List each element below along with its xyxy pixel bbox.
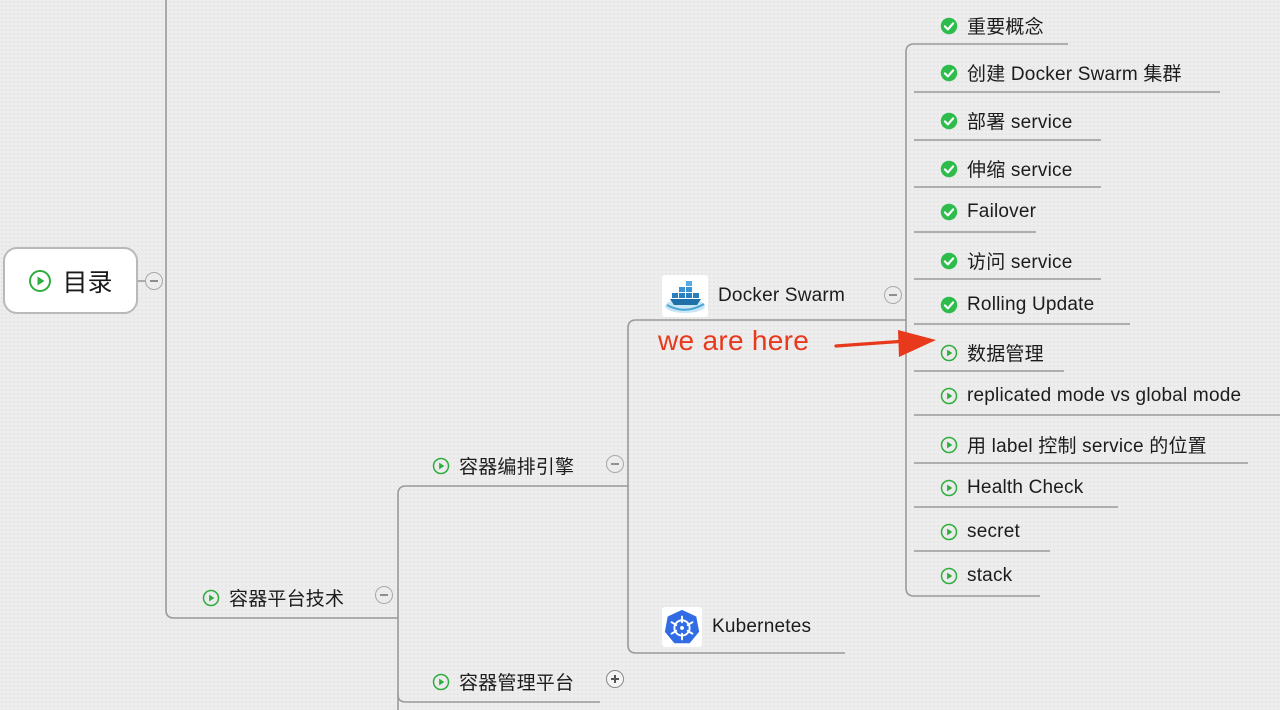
topic-label: 创建 Docker Swarm 集群 xyxy=(967,64,1182,85)
topic-item[interactable]: stack xyxy=(940,565,1012,587)
play-circle-icon xyxy=(432,457,450,474)
node-container-platform-tech[interactable]: 容器平台技术 xyxy=(202,584,344,611)
check-circle-icon xyxy=(940,17,958,34)
docker-swarm-logo-icon xyxy=(662,275,708,317)
topic-label: replicated mode vs global mode xyxy=(967,385,1242,406)
we-are-here-annotation: we are here xyxy=(658,325,810,356)
topic-item[interactable]: 部署 service xyxy=(940,107,1072,134)
platform-tech-collapse-button[interactable] xyxy=(375,586,393,604)
topic-label: Health Check xyxy=(967,477,1084,498)
topic-label: 重要概念 xyxy=(967,17,1044,38)
topic-item[interactable]: Failover xyxy=(940,201,1036,223)
topic-label: stack xyxy=(967,565,1013,586)
topic-label: 数据管理 xyxy=(967,344,1044,365)
node-container-management[interactable]: 容器管理平台 xyxy=(432,668,574,695)
connector-root-trunk xyxy=(165,0,175,619)
topic-item[interactable]: 数据管理 xyxy=(940,339,1044,366)
topic-item[interactable]: 访问 service xyxy=(940,247,1072,274)
play-circle-icon xyxy=(432,673,450,690)
topic-label: Failover xyxy=(967,201,1037,222)
play-circle-icon xyxy=(940,567,958,585)
topic-label: 用 label 控制 service 的位置 xyxy=(967,436,1207,457)
node-kubernetes[interactable]: Kubernetes xyxy=(662,606,811,648)
topic-item[interactable]: Rolling Update xyxy=(940,294,1094,316)
root-collapse-button[interactable] xyxy=(145,272,163,290)
node-label: Docker Swarm xyxy=(718,285,845,306)
topic-label: secret xyxy=(967,521,1020,542)
node-docker-swarm[interactable]: Docker Swarm xyxy=(662,275,845,317)
node-label: 容器编排引擎 xyxy=(459,457,575,478)
play-circle-icon xyxy=(940,387,958,405)
check-circle-icon xyxy=(940,112,958,129)
connector-swarm-branch xyxy=(905,43,915,597)
play-circle-icon xyxy=(940,523,958,541)
topic-item[interactable]: 创建 Docker Swarm 集群 xyxy=(940,59,1182,86)
topic-item[interactable]: replicated mode vs global mode xyxy=(940,385,1241,407)
check-circle-icon xyxy=(940,203,958,221)
topic-label: 访问 service xyxy=(967,252,1073,273)
node-label: Kubernetes xyxy=(712,616,812,637)
connector-orchestration-branch xyxy=(627,319,637,654)
topic-label: 伸缩 service xyxy=(967,160,1073,181)
management-expand-button[interactable] xyxy=(606,670,624,688)
play-circle-icon xyxy=(202,589,220,606)
topic-item[interactable]: Health Check xyxy=(940,477,1083,499)
topic-item[interactable]: 重要概念 xyxy=(940,12,1044,39)
red-arrow-icon xyxy=(834,330,936,357)
root-label: 目录 xyxy=(62,268,113,297)
play-circle-icon xyxy=(940,479,958,497)
topic-label: Rolling Update xyxy=(967,294,1095,315)
play-circle-icon xyxy=(940,436,958,453)
check-circle-icon xyxy=(940,296,958,314)
play-circle-icon xyxy=(29,269,52,292)
check-circle-icon xyxy=(940,160,958,177)
docker-swarm-collapse-button[interactable] xyxy=(884,286,902,304)
node-container-orchestration[interactable]: 容器编排引擎 xyxy=(432,452,574,479)
topic-item[interactable]: 伸缩 service xyxy=(940,155,1072,182)
node-label: 容器管理平台 xyxy=(459,673,575,694)
node-label: 容器平台技术 xyxy=(229,589,345,610)
check-circle-icon xyxy=(940,64,958,81)
topic-item[interactable]: secret xyxy=(940,521,1020,543)
kubernetes-logo-icon xyxy=(662,607,702,647)
topic-item[interactable]: 用 label 控制 service 的位置 xyxy=(940,431,1207,458)
play-circle-icon xyxy=(940,344,958,361)
orchestration-collapse-button[interactable] xyxy=(606,455,624,473)
connector-platform-branch xyxy=(397,485,407,703)
topic-label: 部署 service xyxy=(967,112,1073,133)
check-circle-icon xyxy=(940,252,958,269)
root-node-catalog[interactable]: 目录 xyxy=(3,247,138,314)
